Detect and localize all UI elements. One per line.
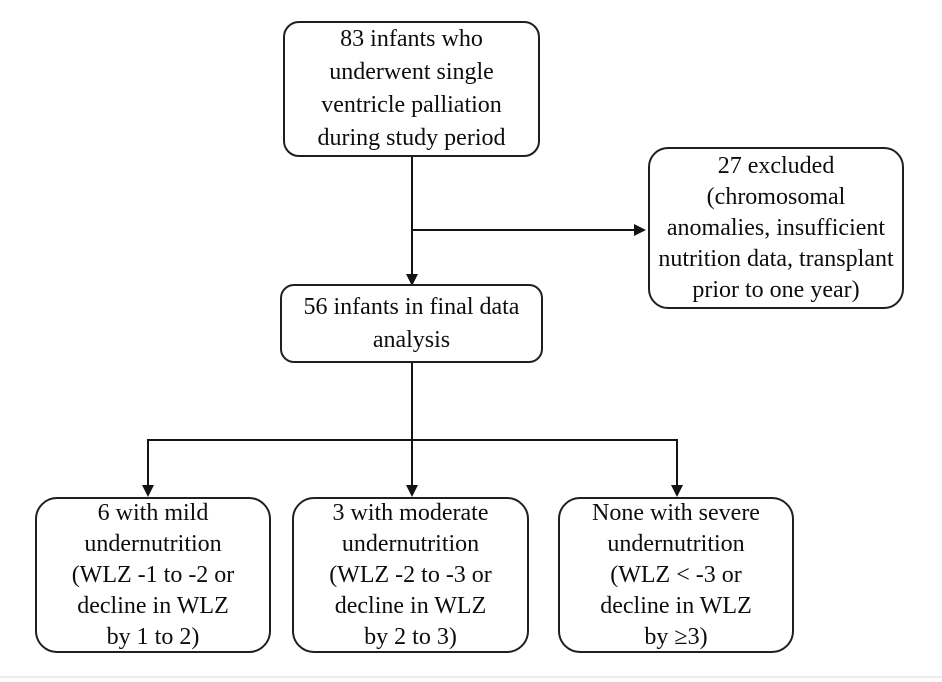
flow-node-severe-undernutrition: None with severe undernutrition (WLZ < -… [558, 497, 794, 653]
flow-node-final-analysis-text: 56 infants in final data analysis [303, 293, 520, 353]
arrowhead-right-excluded [634, 224, 646, 236]
arrowhead-down-severe [671, 485, 683, 497]
flow-node-moderate-undernutrition: 3 with moderate undernutrition (WLZ -2 t… [292, 497, 529, 653]
flow-node-moderate-undernutrition-text: 3 with moderate undernutrition (WLZ -2 t… [329, 499, 492, 650]
flow-node-final-analysis: 56 infants in final data analysis [280, 284, 543, 363]
flow-node-excluded-text: 27 excluded (chromosomal anomalies, insu… [658, 152, 894, 303]
arrowhead-down-mild [142, 485, 154, 497]
flow-node-excluded: 27 excluded (chromosomal anomalies, insu… [648, 147, 904, 309]
flow-node-mild-undernutrition-text: 6 with mild undernutrition (WLZ -1 to -2… [71, 499, 235, 650]
flow-node-mild-undernutrition: 6 with mild undernutrition (WLZ -1 to -2… [35, 497, 271, 653]
bottom-divider [0, 676, 942, 678]
arrowhead-down-final [406, 274, 418, 286]
flow-node-severe-undernutrition-text: None with severe undernutrition (WLZ < -… [592, 499, 760, 650]
flow-node-initial-cohort-text: 83 infants who underwent single ventricl… [317, 26, 506, 151]
flow-node-initial-cohort: 83 infants who underwent single ventricl… [283, 21, 540, 157]
arrowhead-down-moderate [406, 485, 418, 497]
